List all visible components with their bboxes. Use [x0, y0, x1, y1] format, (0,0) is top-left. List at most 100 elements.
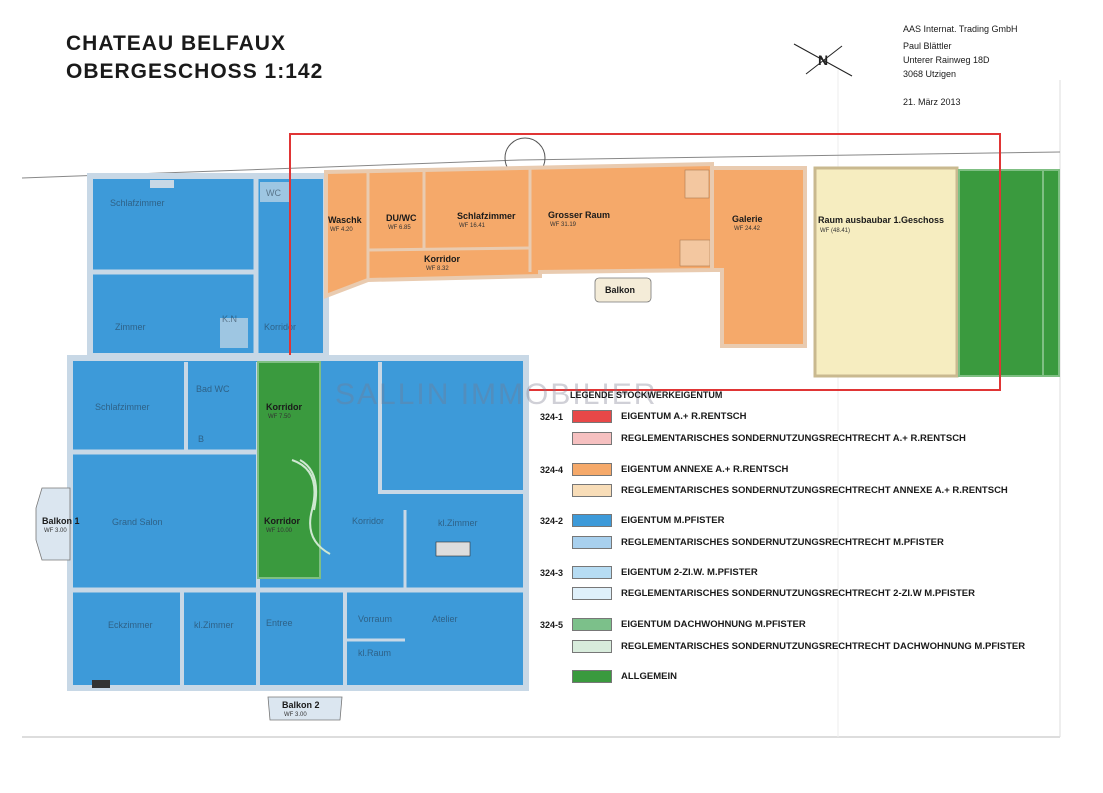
room-korridor-g1: Korridor [266, 402, 302, 412]
legend-row: REGLEMENTARISCHES SONDERNUTZUNGSRECHTREC… [540, 587, 1080, 603]
legend-row: REGLEMENTARISCHES SONDERNUTZUNGSRECHTREC… [540, 432, 1080, 448]
chimney [150, 180, 174, 188]
stairs-lower [679, 239, 711, 267]
room-bad-wc: Bad WC [196, 384, 230, 394]
room-balkon-2-wf: WF 3.00 [284, 712, 307, 718]
kitchen-fixture [220, 318, 248, 348]
spiral-stair [291, 459, 331, 555]
label-b: B [198, 434, 204, 444]
room-raum-ausbaubar-wf: WF (48.41) [820, 228, 850, 234]
room-kl-raum: kl.Raum [358, 648, 391, 658]
legend-swatch [572, 484, 612, 497]
stairs-upper [684, 169, 710, 199]
room-atelier: Atelier [432, 614, 458, 624]
room-duwc: DU/WC [386, 213, 417, 223]
company-date: 21. März 2013 [903, 97, 961, 107]
company-block: AAS Internat. Trading GmbH Paul Blättler… [903, 22, 1018, 109]
legend-title: LEGENDE STOCKWERKEIGENTUM [570, 390, 723, 400]
company-city: 3068 Utzigen [903, 69, 957, 79]
legend-row: 324-1 EIGENTUM A.+ R.RENTSCH [540, 410, 1080, 426]
ownership-border-324-1 [289, 133, 1001, 391]
room-kl-zimmer-e: kl.Zimmer [438, 518, 478, 528]
legend-swatch [572, 566, 612, 579]
orange-annex [324, 161, 714, 299]
wc-fixture [260, 182, 290, 202]
legend-label: EIGENTUM DACHWOHNUNG M.PFISTER [621, 619, 806, 630]
balkon-1 [35, 487, 71, 561]
legend-swatch [572, 432, 612, 445]
room-waschk-wf: WF 4.20 [330, 227, 353, 233]
title-line-1: CHATEAU BELFAUX [66, 32, 286, 55]
room-galerie: Galerie [732, 214, 763, 224]
room-korridor-nw: Korridor [264, 322, 296, 332]
legend-row: ALLGEMEIN [540, 670, 1080, 686]
blue-wing-north [87, 173, 329, 359]
legend-label: ALLGEMEIN [621, 671, 677, 682]
balkon-2 [267, 696, 343, 721]
legend-label: REGLEMENTARISCHES SONDERNUTZUNGSRECHTREC… [621, 433, 966, 444]
room-schlafzimmer-nw: Schlafzimmer [110, 198, 165, 208]
legend-row: 324-2 EIGENTUM M.PFISTER [540, 514, 1080, 530]
legend-code: 324-1 [540, 412, 564, 422]
room-balkon-1-wf: WF 3.00 [44, 528, 67, 534]
room-korridor-g2-wf: WF 10.00 [266, 528, 293, 534]
street-line-2 [519, 151, 1061, 161]
room-galerie-wf: WF 24.42 [734, 226, 761, 232]
legend-swatch [572, 587, 612, 600]
label-wc: WC [266, 188, 281, 198]
north-arrow-icon: N [793, 43, 853, 77]
legend-swatch [572, 618, 612, 631]
room-korridor-o: Korridor [424, 254, 460, 264]
legend-swatch [572, 670, 612, 683]
room-schlafzimmer-o: Schlafzimmer [457, 211, 516, 221]
company-person: Paul Blättler [903, 41, 952, 51]
legend-swatch [572, 463, 612, 476]
room-grosser-raum-wf: WF 31.19 [550, 222, 577, 228]
wall [367, 246, 531, 252]
company-name: AAS Internat. Trading GmbH [903, 24, 1018, 34]
legend-row: REGLEMENTARISCHES SONDERNUTZUNGSRECHTREC… [540, 536, 1080, 552]
spiral-stair-inner [299, 459, 318, 511]
legend-code: 324-4 [540, 465, 564, 475]
legend-swatch [572, 640, 612, 653]
room-korridor-o-wf: WF 8.32 [426, 266, 449, 272]
room-raum-ausbaubar: Raum ausbaubar 1.Geschoss [818, 215, 944, 225]
legend-label: EIGENTUM ANNEXE A.+ R.RENTSCH [621, 464, 789, 475]
company-street: Unterer Rainweg 18D [903, 55, 990, 65]
room-korridor-g1-wf: WF 7.50 [268, 414, 291, 420]
room-korridor-g2: Korridor [264, 516, 300, 526]
room-schlafzimmer-o-wf: WF 16.41 [459, 223, 486, 229]
stair-icon [92, 680, 110, 688]
legend-label: EIGENTUM A.+ R.RENTSCH [621, 411, 747, 422]
galerie-area [710, 166, 807, 348]
legend-row: 324-4 EIGENTUM ANNEXE A.+ R.RENTSCH [540, 463, 1080, 479]
room-korridor-c: Korridor [352, 516, 384, 526]
legend-label: REGLEMENTARISCHES SONDERNUTZUNGSRECHTREC… [621, 485, 1008, 496]
room-eckzimmer: Eckzimmer [108, 620, 153, 630]
room-schlafzimmer-sw: Schlafzimmer [95, 402, 150, 412]
legend-swatch [572, 514, 612, 527]
watermark: SALLIN IMMOBILIER [335, 378, 658, 411]
label-kn: K.N [222, 314, 237, 324]
legend-label: EIGENTUM M.PFISTER [621, 515, 725, 526]
raum-ausbaubar [813, 166, 959, 378]
legend-label: REGLEMENTARISCHES SONDERNUTZUNGSRECHTREC… [621, 588, 975, 599]
title-line-2: OBERGESCHOSS 1:142 [66, 60, 324, 83]
legend-label: REGLEMENTARISCHES SONDERNUTZUNGSRECHTREC… [621, 537, 944, 548]
room-kl-zimmer-s: kl.Zimmer [194, 620, 234, 630]
balkon-top [594, 277, 652, 303]
room-vorraum: Vorraum [358, 614, 392, 624]
room-balkon-top: Balkon [605, 285, 635, 295]
fireplace [435, 541, 471, 557]
room-waschk: Waschk [328, 215, 363, 225]
legend-code: 324-2 [540, 516, 564, 526]
legend-code: 324-3 [540, 568, 564, 578]
room-balkon-2: Balkon 2 [282, 700, 320, 710]
room-balkon-1: Balkon 1 [42, 516, 80, 526]
legend-label: REGLEMENTARISCHES SONDERNUTZUNGSRECHTREC… [621, 641, 1026, 652]
north-label: N [818, 52, 828, 68]
plan-title: CHATEAU BELFAUX OBERGESCHOSS 1:142 [66, 30, 323, 86]
